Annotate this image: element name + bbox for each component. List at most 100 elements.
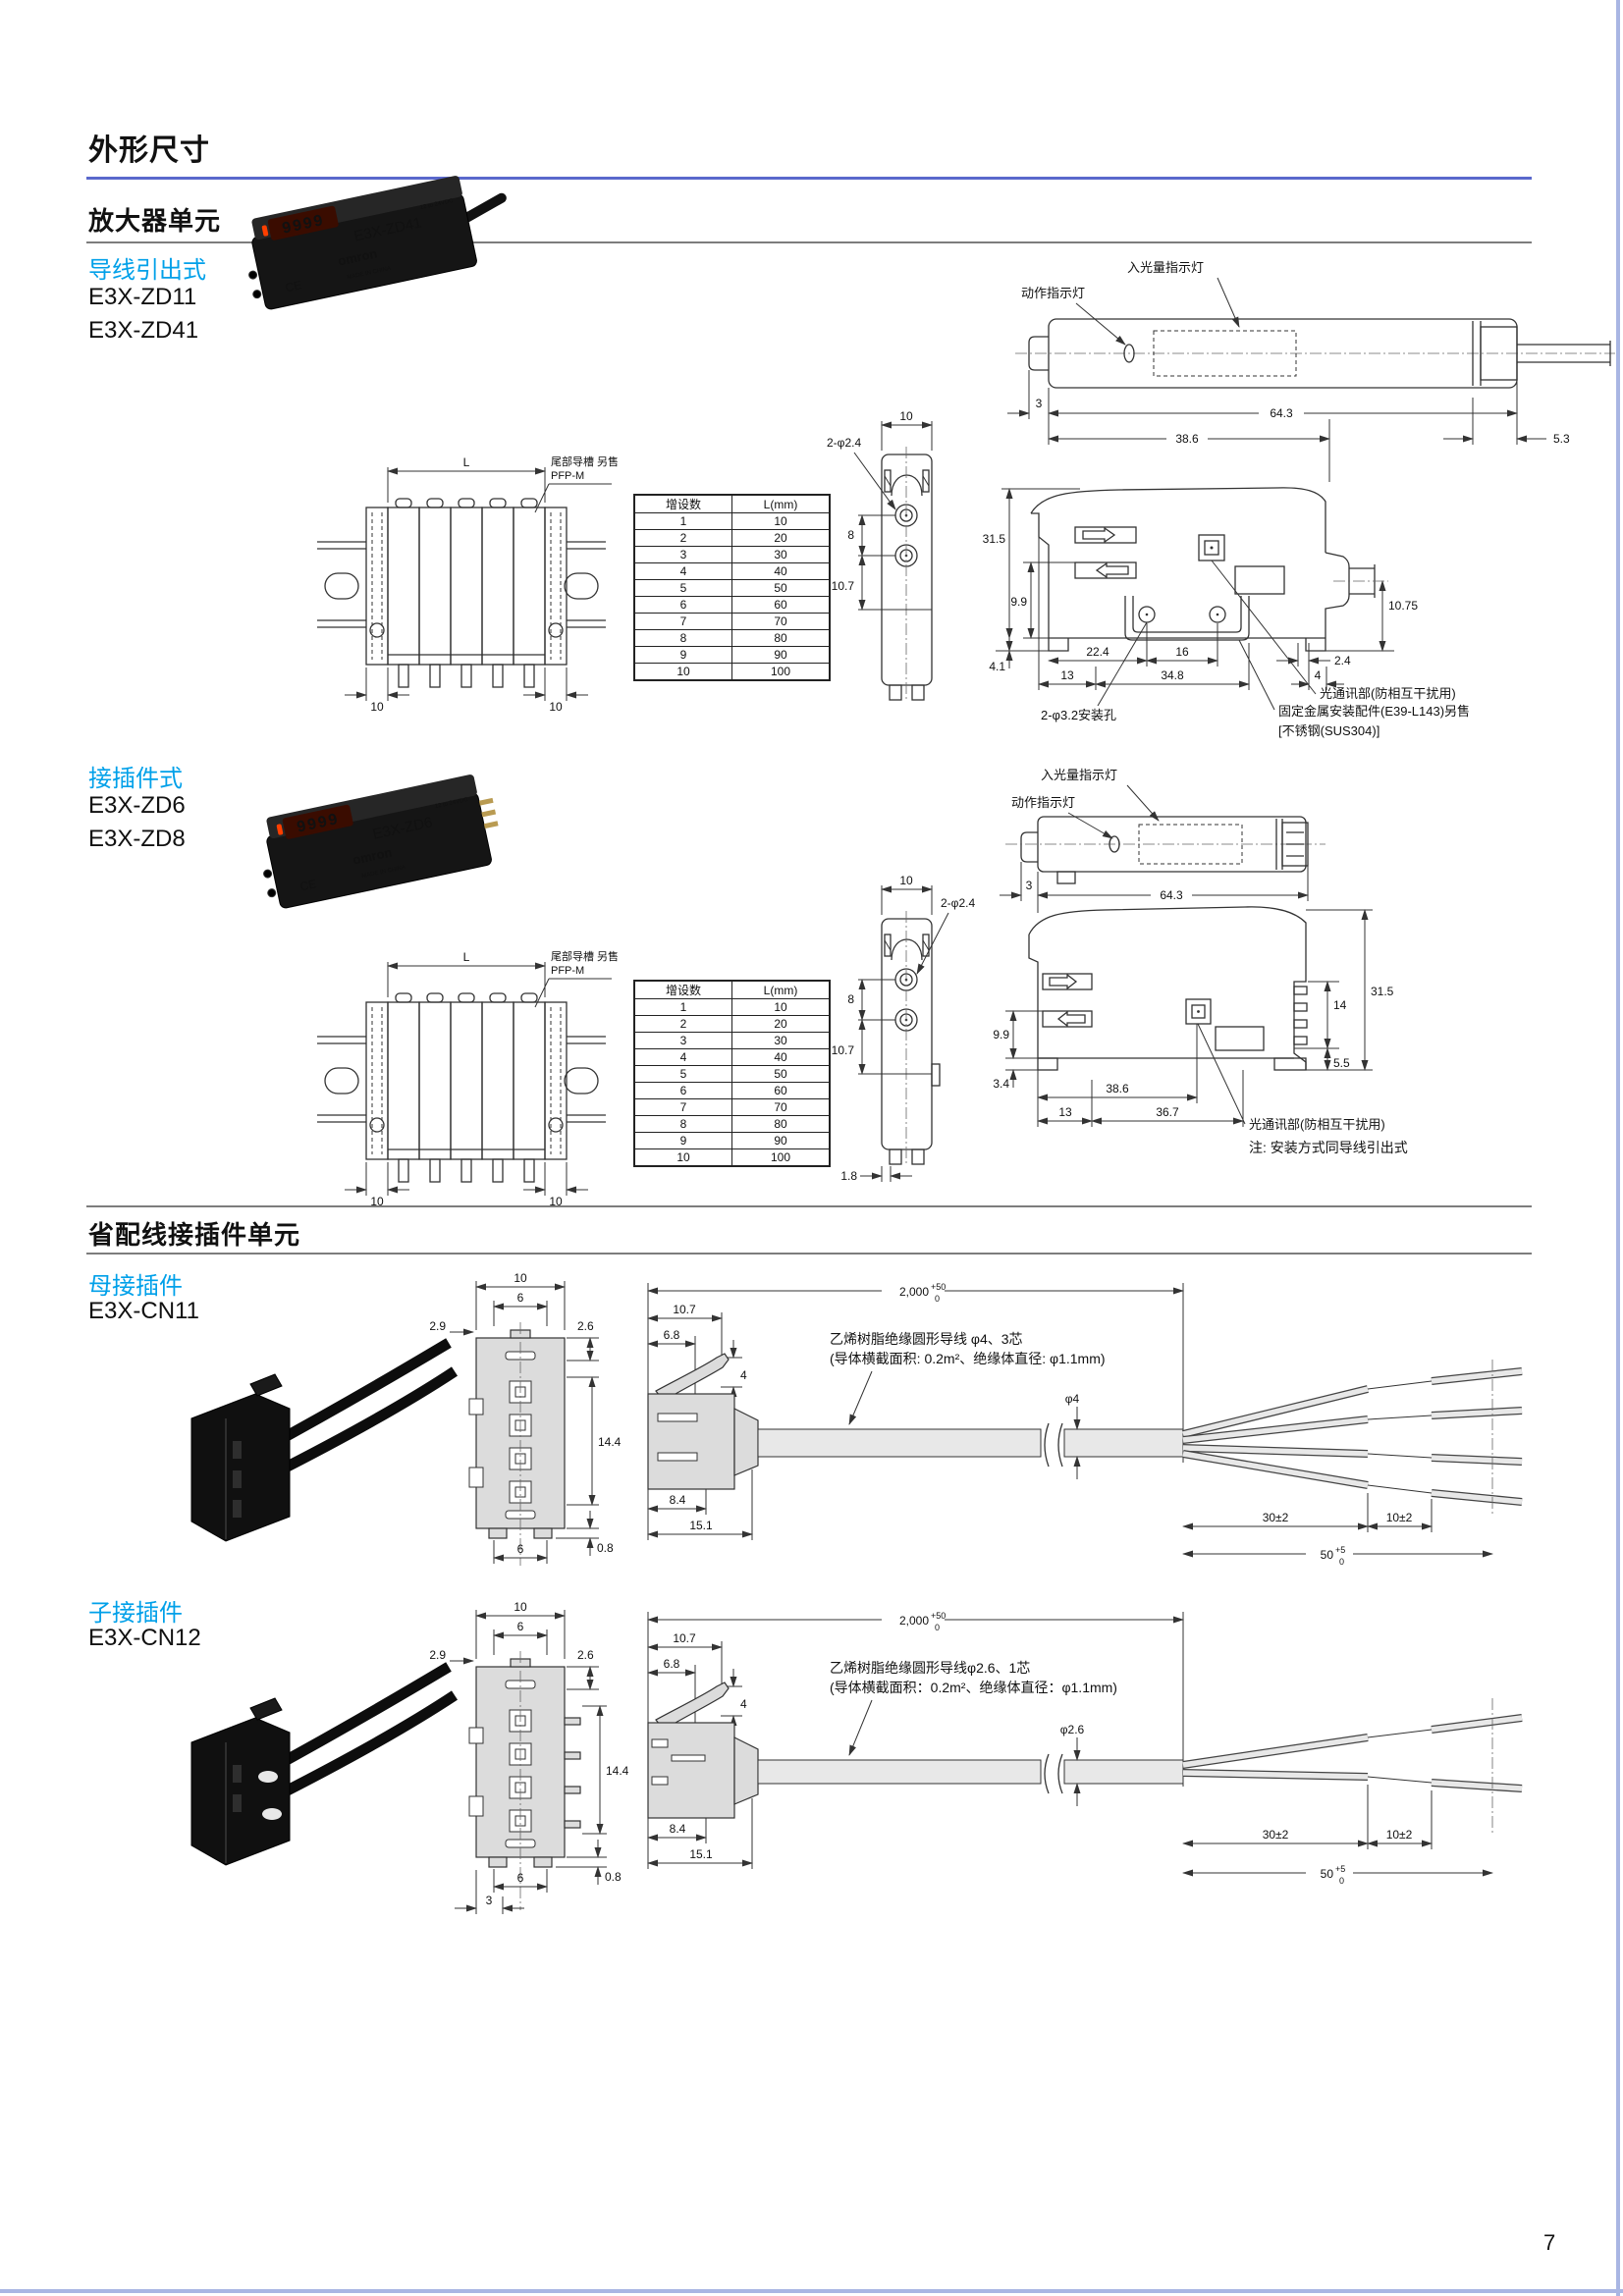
table-cell: 5 [633, 579, 732, 597]
photo-latch [249, 1697, 283, 1721]
master-connector-photo [190, 1338, 459, 1542]
photo-pin-hole [262, 1808, 282, 1820]
page-bottom-border [0, 2289, 1623, 2293]
mount-hole-label: 2-φ3.2安装孔 [1041, 708, 1116, 722]
table-header-row: 增设数 L(mm) [633, 494, 831, 513]
slave-connector-photo [190, 1662, 459, 1866]
cable-dim-107: 10.7 [673, 1303, 696, 1316]
page-number: 7 [1543, 2230, 1556, 2255]
table-cell: 60 [731, 1082, 831, 1099]
front-dim-gap: 8 [847, 528, 854, 542]
bracket-label-line2: [不锈钢(SUS304)] [1278, 723, 1380, 738]
table-cell: 100 [731, 663, 831, 681]
optical-comm-label: 光通讯部(防相互干扰用) [1320, 686, 1456, 701]
photo-connector-pin [478, 797, 494, 806]
table-header-row: 增设数 L(mm) [633, 980, 831, 999]
side-dim-13: 13 [1058, 1105, 1072, 1119]
wire-dim-50-sup: +5 [1335, 1545, 1345, 1555]
top-dim-3: 3 [1026, 879, 1033, 892]
table-cell: 6 [633, 1082, 732, 1099]
cn-dim-151: 15.1 [689, 1847, 713, 1861]
cn-pin [564, 1820, 581, 1829]
mounting-note: 注: 安装方式同导线引出式 [1249, 1140, 1408, 1155]
rail-dim-10-right: 10 [549, 700, 563, 714]
front-clip [891, 938, 923, 961]
din-rail-left [317, 1001, 389, 1160]
cn-front-dim-6-bottom: 6 [517, 1871, 524, 1885]
din-rail-left [317, 507, 389, 666]
table-cell: 80 [731, 1115, 831, 1133]
photo-display-window [282, 804, 353, 839]
front-dim-gap: 8 [847, 992, 854, 1006]
front-body [881, 918, 933, 1150]
photo-cable [462, 192, 507, 223]
table-cell: 1 [633, 998, 732, 1016]
wire-dim-10: 10±2 [1386, 1511, 1413, 1524]
wire-fan [1182, 1367, 1523, 1506]
cn-front-dim-10: 10 [514, 1600, 527, 1614]
side-dim-14: 14 [1333, 998, 1347, 1012]
bracket-label-line1: 固定金属安装配件(E39-L143)另售 [1278, 704, 1470, 719]
photo-ce-mark: CE [298, 877, 317, 893]
table-cell: 70 [731, 1098, 831, 1116]
top-dim-total: 64.3 [1160, 888, 1183, 902]
operation-indicator [1123, 344, 1135, 363]
photo-connector-body [190, 1717, 291, 1866]
photo-connector-pin [481, 809, 497, 818]
prewired-type-label: 导线引出式 [88, 257, 206, 284]
cn-front-dim-08: 0.8 [597, 1541, 614, 1555]
side-dim-height: 31.5 [1371, 985, 1394, 998]
slave-cable-diagram: 2,000 +50 0 10.7 6.8 4 φ2.6 乙烯树脂绝缘圆形导线φ2… [647, 1611, 1523, 1886]
top-dim-3: 3 [1036, 397, 1043, 410]
cn-front-dim-29: 2.9 [429, 1648, 446, 1662]
prewired-model-2: E3X-ZD41 [88, 317, 199, 344]
photo-wire [269, 1366, 459, 1479]
photo-led-dot [276, 824, 284, 835]
incident-indicator-label: 入光量指示灯 [1127, 260, 1204, 275]
cn-front-body [468, 1658, 581, 1868]
photo-fiber-hole [267, 888, 277, 898]
wire-dim-50: 50 [1321, 1867, 1334, 1881]
prewired-model-1: E3X-ZD11 [88, 284, 197, 310]
table-cell: 70 [731, 613, 831, 630]
cn-front-dim-29: 2.9 [429, 1319, 446, 1333]
table-cell: 4 [633, 1048, 732, 1066]
wire-dim-30: 30±2 [1263, 1511, 1289, 1524]
top-dim-right: 5.3 [1553, 432, 1570, 446]
cn-front-dim-08: 0.8 [605, 1870, 622, 1884]
photo-connector-pin [483, 821, 499, 829]
table-header-length: L(mm) [731, 494, 831, 513]
plug-model-1: E3X-ZD6 [88, 792, 186, 819]
table-cell: 7 [633, 1098, 732, 1116]
operation-indicator-label: 动作指示灯 [1011, 795, 1075, 810]
wire-spec-line2: (导体横截面积: 0.2m²、绝缘体直径: φ1.1mm) [830, 1351, 1106, 1366]
front-dim-width: 10 [899, 409, 913, 423]
front-holes-label: 2-φ2.4 [941, 896, 975, 910]
front-dim-bottom: 1.8 [840, 1169, 857, 1183]
cable-dim-2000-sup: +50 [931, 1611, 946, 1621]
top-view [1015, 318, 1615, 389]
cable-dim-4: 4 [740, 1368, 747, 1382]
cn-front-dim-26: 2.6 [577, 1319, 594, 1333]
cn-front-dim-6-bottom: 6 [517, 1542, 524, 1556]
operation-indicator-label: 动作指示灯 [1021, 286, 1085, 300]
cn-front-dim-26: 2.6 [577, 1648, 594, 1662]
operation-indicator [1109, 835, 1120, 853]
cable-run [757, 1759, 1042, 1785]
table-cell: 100 [731, 1148, 831, 1167]
photo-fiber-hole [252, 290, 262, 299]
table-cell: 2 [633, 1015, 732, 1033]
title-rule [86, 177, 1532, 180]
cable-dim-68: 6.8 [664, 1328, 680, 1342]
rail-note-line1: 尾部导槽 另售 [551, 454, 619, 468]
